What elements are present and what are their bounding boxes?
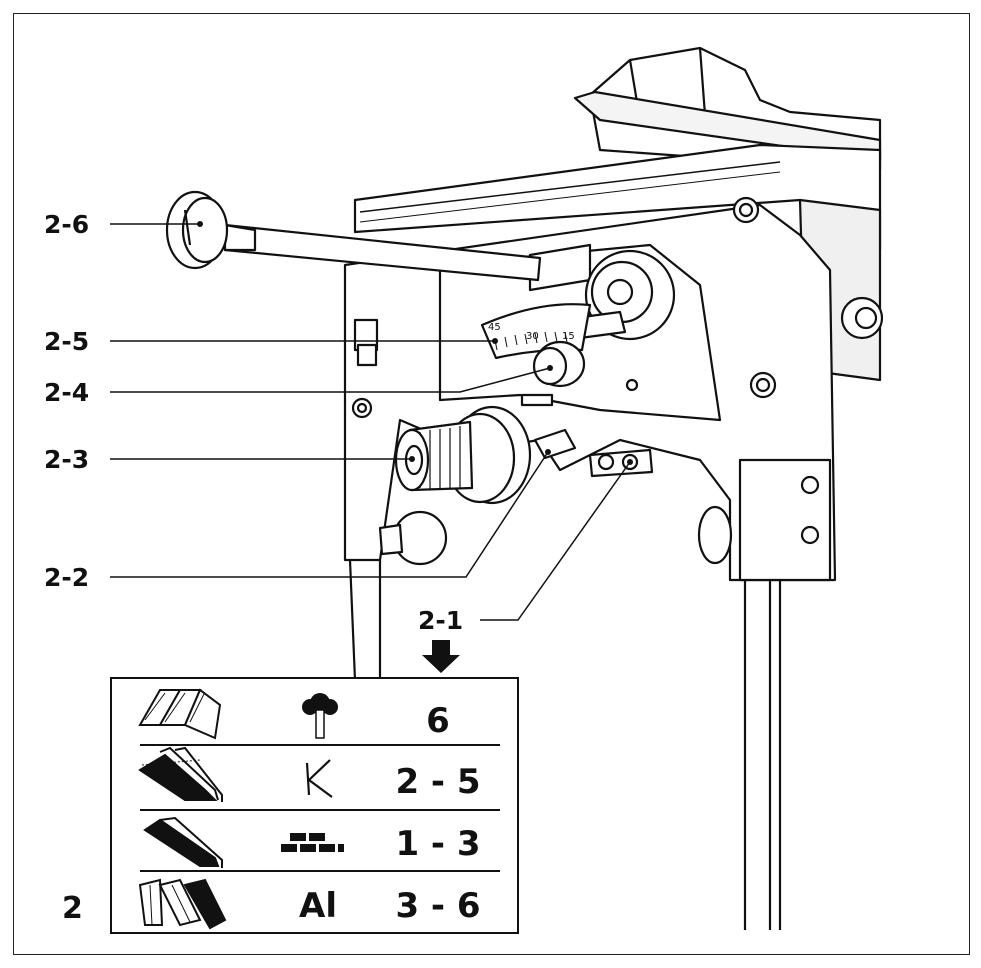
material-wood-icon xyxy=(138,688,222,740)
speed-value-wood: 6 xyxy=(426,701,450,741)
callout-2-6: 2-6 xyxy=(44,210,89,239)
material-aluminium-icon xyxy=(138,878,227,930)
plastic-k-icon xyxy=(305,759,333,798)
scale-label-15: 15 xyxy=(562,331,575,342)
speed-value-plastic: 2 - 5 xyxy=(395,762,480,802)
tile-icon xyxy=(281,833,344,852)
callout-2-3: 2-3 xyxy=(44,445,89,474)
callout-2-2: 2-2 xyxy=(44,563,89,592)
callout-2-5: 2-5 xyxy=(44,327,89,356)
material-plastic-icon xyxy=(138,746,223,802)
callout-2-4: 2-4 xyxy=(44,378,89,407)
callout-dots xyxy=(197,221,633,465)
figure-number: 2 xyxy=(62,891,83,926)
callout-leaders xyxy=(110,223,631,621)
scale-label-30: 30 xyxy=(526,331,539,342)
material-ceramic-icon xyxy=(143,816,223,868)
speed-table: 6 2 - 5 1 - 3 xyxy=(110,677,519,934)
callout-2-1: 2-1 xyxy=(418,606,463,635)
speed-value-aluminium: 3 - 6 xyxy=(395,886,480,926)
tree-icon xyxy=(302,693,338,739)
aluminium-symbol: Al xyxy=(299,886,337,926)
speed-value-ceramic: 1 - 3 xyxy=(395,824,480,864)
saw-body-illustration xyxy=(165,46,884,930)
down-arrow-icon xyxy=(422,640,460,673)
scale-label-45: 45 xyxy=(488,322,501,333)
